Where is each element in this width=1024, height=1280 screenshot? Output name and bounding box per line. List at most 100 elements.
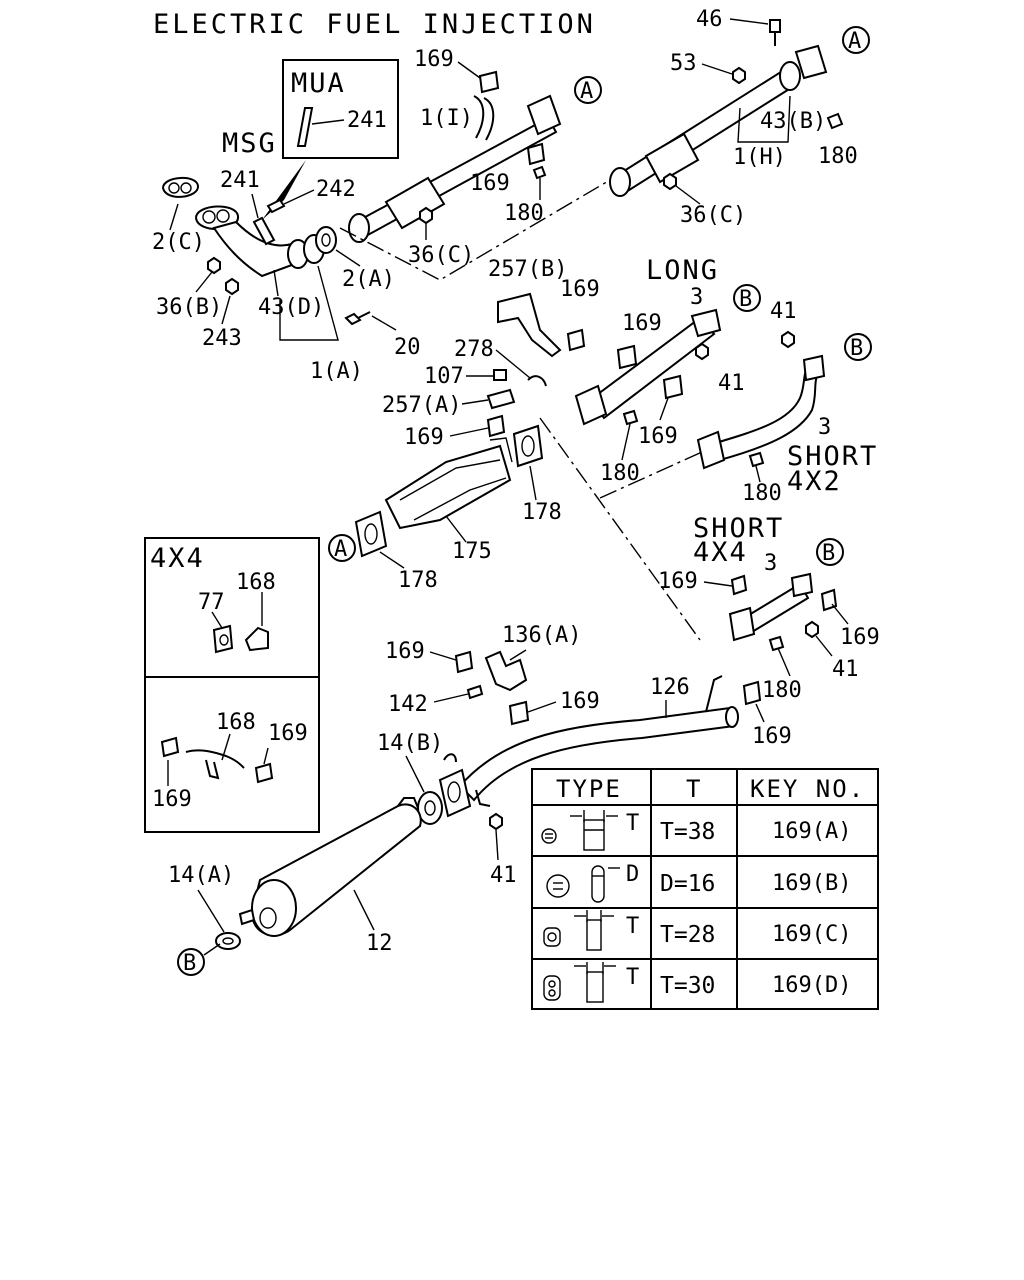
svg-text:B: B <box>822 541 835 566</box>
callout-41-d: 41 <box>490 863 517 888</box>
callout-1h: 1(H) <box>733 145 786 170</box>
ref-marker-b-short: B <box>844 333 872 361</box>
callout-41-b: 41 <box>770 299 797 324</box>
callout-53: 53 <box>670 51 697 76</box>
callout-169-j: 169 <box>560 689 600 714</box>
callout-278: 278 <box>454 337 494 362</box>
callout-2a: 2(A) <box>342 267 395 292</box>
inset-label-168-bottom: 168 <box>216 710 256 735</box>
callout-180-rear: 180 <box>818 144 858 169</box>
rubber-type-b-icon <box>546 865 620 903</box>
ref-marker-a-front: A <box>574 76 602 104</box>
callout-12: 12 <box>366 931 393 956</box>
bracket-257a <box>486 388 516 410</box>
callout-169-d: 169 <box>622 311 662 336</box>
callout-241: 241 <box>220 168 260 193</box>
rubber-77 <box>212 624 234 654</box>
nut-243 <box>225 277 239 296</box>
svg-text:A: A <box>580 79 593 104</box>
bolt-242 <box>266 198 286 214</box>
callout-243: 243 <box>202 326 242 351</box>
rubber-type-a-icon <box>541 810 618 851</box>
callout-126: 126 <box>650 675 690 700</box>
callout-142: 142 <box>388 692 428 717</box>
connection-line-4x4 <box>539 417 701 641</box>
gasket-178-front <box>354 510 388 558</box>
callout-169-e: 169 <box>404 425 444 450</box>
inset-label-77: 77 <box>198 590 225 615</box>
bracket-168-bottom <box>185 749 245 769</box>
nut-36b <box>207 256 221 275</box>
callout-3-long: 3 <box>690 285 703 310</box>
callout-169-f: 169 <box>638 424 678 449</box>
callout-169-c: 169 <box>560 277 600 302</box>
callout-3-4x4: 3 <box>764 551 777 576</box>
type-table: TYPE T KEY NO. T D T <box>531 768 879 1010</box>
svg-text:B: B <box>183 951 196 976</box>
row-3-key: 169(C) <box>772 922 851 947</box>
callout-169-k: 169 <box>752 724 792 749</box>
bolt-107 <box>493 369 507 381</box>
flange-a-rear <box>794 44 828 80</box>
callout-36c-front: 36(C) <box>408 243 474 268</box>
rear-group <box>215 650 762 950</box>
bolt-142 <box>466 684 484 700</box>
callout-1i: 1(I) <box>420 106 473 131</box>
svg-text:B: B <box>739 287 752 312</box>
row-2-key: 169(B) <box>772 871 851 896</box>
bolt-20 <box>344 312 362 326</box>
callout-14b: 14(B) <box>377 731 443 756</box>
row-2-dim: D <box>626 862 639 887</box>
ref-marker-b-muffler: B <box>177 948 205 976</box>
nut-53 <box>732 66 746 85</box>
callout-41-a: 41 <box>718 371 745 396</box>
catalytic-converter <box>384 444 512 530</box>
msg-label: MSG <box>222 128 277 159</box>
callout-14a: 14(A) <box>168 863 234 888</box>
callout-180-e: 180 <box>762 678 802 703</box>
callout-107: 107 <box>424 364 464 389</box>
callout-169-g: 169 <box>658 569 698 594</box>
bracket-241 <box>252 216 276 246</box>
callout-257a: 257(A) <box>382 393 461 418</box>
connection-line-4x2 <box>599 451 703 499</box>
table-header-t: T <box>686 775 702 803</box>
row-4-key: 169(D) <box>772 973 851 998</box>
diagram-title: ELECTRIC FUEL INJECTION <box>153 9 596 40</box>
gasket-178-rear <box>512 424 544 468</box>
callout-3-short: 3 <box>818 415 831 440</box>
callout-180-d: 180 <box>742 481 782 506</box>
callout-43d: 43(D) <box>258 295 324 320</box>
svg-text:A: A <box>334 537 347 562</box>
callout-36b: 36(B) <box>156 295 222 320</box>
bracket-168-top <box>244 626 269 652</box>
ref-marker-b-long: B <box>733 284 761 312</box>
bolt-180-rear <box>826 112 844 130</box>
ref-marker-a-rear: A <box>842 26 870 54</box>
row-2-value: D=16 <box>660 871 715 897</box>
callout-43b: 43(B) <box>760 109 826 134</box>
row-1-dim: T <box>626 811 639 836</box>
inset-label-168-top: 168 <box>236 570 276 595</box>
inset-label-169-left: 169 <box>152 787 192 812</box>
callout-46: 46 <box>696 7 723 32</box>
flange-a-front <box>526 94 562 136</box>
gasket-14a <box>215 932 241 950</box>
table-header-type: TYPE <box>556 775 622 803</box>
bracket-136a <box>484 650 528 692</box>
short-4x4-sub: 4X4 <box>693 537 748 568</box>
middle-group <box>354 292 838 652</box>
inset-4x4: 4X4 168 77 168 169 169 <box>144 537 320 833</box>
callout-41-c: 41 <box>832 657 859 682</box>
short-4x2-label: SHORT <box>787 441 878 472</box>
callout-242: 242 <box>316 177 356 202</box>
nut-41-rear <box>489 812 503 831</box>
table-header-key: KEY NO. <box>750 775 865 803</box>
row-1-key: 169(A) <box>772 819 851 844</box>
callout-169-i: 169 <box>385 639 425 664</box>
front-pipe-1a <box>212 220 302 278</box>
row-3-value: T=28 <box>660 922 715 948</box>
short-4x4-label: SHORT <box>693 513 784 544</box>
callout-180-mid: 180 <box>504 201 544 226</box>
